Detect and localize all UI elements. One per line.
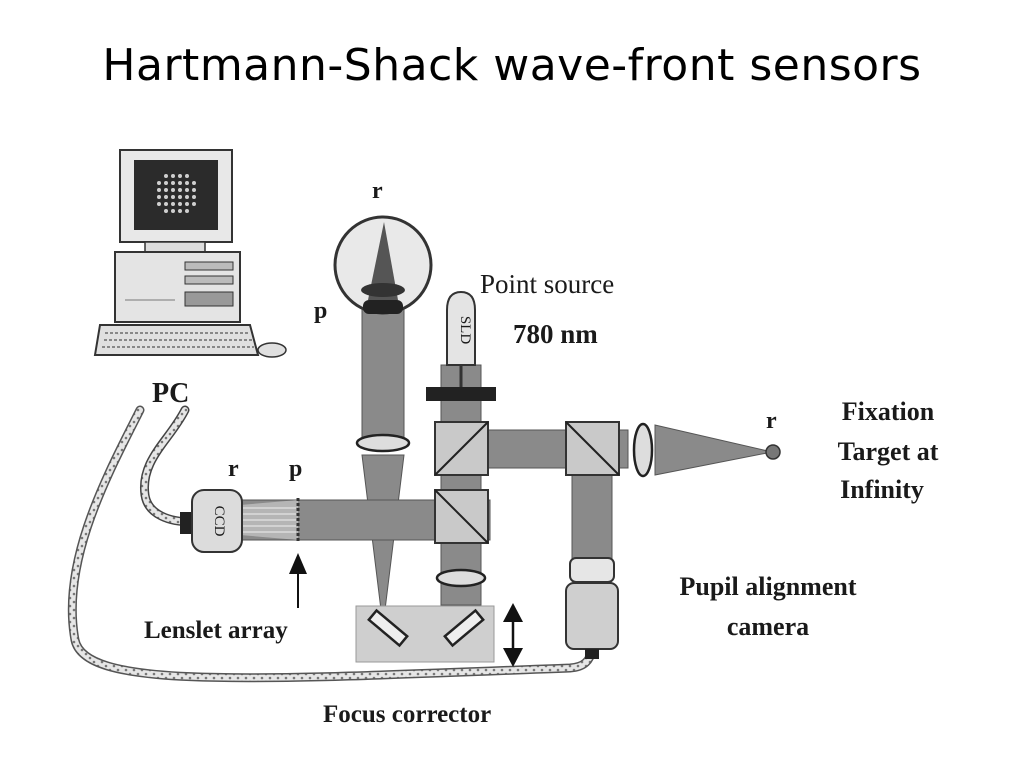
- spot-pattern-display: [157, 174, 196, 213]
- label-wavelength: 780 nm: [513, 319, 598, 349]
- ccd-label: CCD: [211, 506, 227, 537]
- label-pupil-camera-line1: Pupil alignment: [680, 572, 857, 601]
- label-target-retina: r: [766, 408, 777, 434]
- aperture-stop: [426, 387, 496, 401]
- beam-splitter-right: [565, 421, 620, 476]
- beam-target-cone: [654, 424, 773, 476]
- label-point-source: Point source: [480, 269, 614, 299]
- label-fixation-line2: Target at: [838, 437, 939, 466]
- beam-camera-vertical: [571, 474, 613, 571]
- pc-computer: [93, 149, 287, 358]
- beam-eye-vertical: [361, 304, 405, 441]
- sld-label: SLD: [457, 316, 473, 345]
- lens-eye-path: [355, 433, 411, 453]
- lenslet-arrow: [289, 553, 307, 608]
- beam-sld-vertical: [440, 364, 482, 606]
- pupil-alignment-camera: [565, 557, 619, 659]
- label-lenslet-array: Lenslet array: [144, 617, 288, 644]
- label-pupil-camera-line2: camera: [727, 612, 809, 641]
- label-focus-corrector: Focus corrector: [323, 701, 491, 728]
- label-eye-pupil: p: [314, 298, 327, 324]
- pc-mouse: [257, 342, 287, 358]
- ccd-camera: CCD: [180, 489, 243, 553]
- label-ccd-retina: r: [228, 456, 239, 482]
- lens-sld-path: [435, 568, 487, 588]
- pc-monitor: [119, 149, 233, 253]
- beam-splitter-bottom: [434, 489, 489, 544]
- pc-tower: [114, 251, 241, 323]
- label-eye-retina: r: [372, 178, 383, 204]
- label-fixation-line1: Fixation: [842, 397, 935, 426]
- focus-adjust-arrow-icon: [503, 603, 523, 667]
- label-lenslet-pupil: p: [289, 456, 302, 482]
- sld-source: SLD: [446, 290, 476, 395]
- fixation-target-point: [765, 444, 781, 460]
- eye: [333, 215, 433, 315]
- light-beams: [239, 304, 773, 641]
- pc-keyboard: [93, 324, 260, 356]
- label-pc: PC: [152, 378, 189, 409]
- focus-corrector: [355, 605, 495, 663]
- label-fixation-line3: Infinity: [840, 475, 924, 504]
- beam-splitter-top: [434, 421, 489, 476]
- lens-target: [632, 422, 654, 478]
- slide-title: Hartmann-Shack wave-front sensors: [102, 40, 922, 91]
